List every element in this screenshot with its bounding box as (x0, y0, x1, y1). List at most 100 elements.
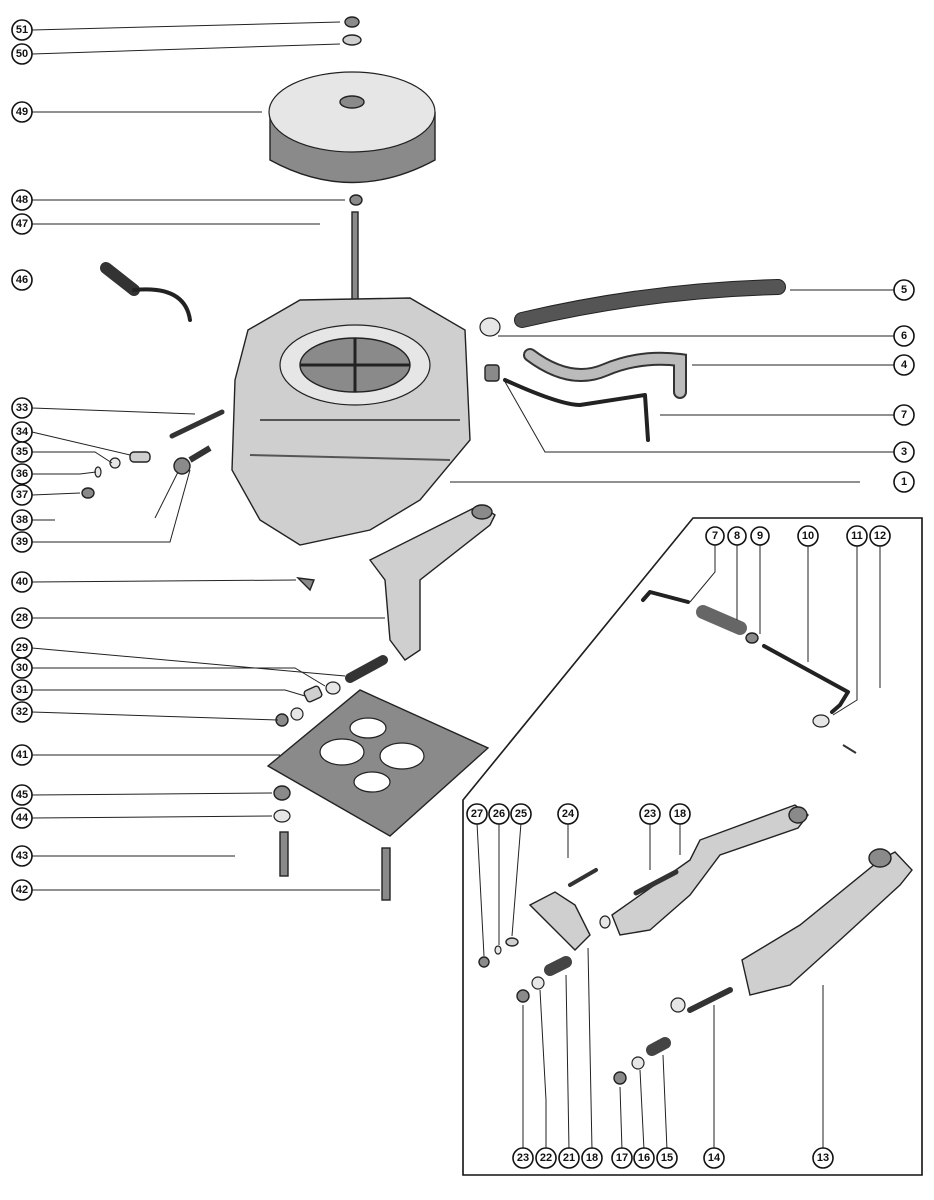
svg-text:18: 18 (586, 1152, 598, 1164)
callout-46: 46 (11, 269, 33, 291)
svg-text:46: 46 (16, 274, 28, 286)
svg-text:4: 4 (901, 359, 908, 371)
part-inset-washer-15 (670, 997, 686, 1013)
part-nut-37 (81, 487, 95, 499)
callout-inset-12: 12 (869, 525, 891, 547)
svg-text:34: 34 (16, 426, 29, 438)
svg-text:39: 39 (16, 536, 28, 548)
callout-29: 29 (11, 637, 33, 659)
svg-text:22: 22 (540, 1152, 552, 1164)
callout-33: 33 (11, 397, 33, 419)
svg-text:32: 32 (16, 706, 28, 718)
svg-text:45: 45 (16, 789, 28, 801)
svg-text:26: 26 (493, 808, 505, 820)
part-inset-washer-26 (494, 945, 502, 955)
callout-50: 50 (11, 43, 33, 65)
callout-inset-25: 25 (510, 803, 532, 825)
callout-inset-24: 24 (557, 803, 579, 825)
part-fitting-39 (173, 445, 212, 475)
part-tube-7 (503, 378, 650, 442)
svg-text:47: 47 (16, 218, 28, 230)
callout-28: 28 (11, 607, 33, 629)
callout-inset-18-top: 18 (669, 803, 691, 825)
callout-47: 47 (11, 213, 33, 235)
part-inset-nut-23 (516, 989, 530, 1003)
callout-40: 40 (11, 571, 33, 593)
part-fitting-3 (484, 364, 500, 382)
part-hose-4 (523, 348, 687, 399)
callout-5: 5 (893, 279, 915, 301)
callout-inset-26: 26 (488, 803, 510, 825)
svg-text:24: 24 (562, 808, 575, 820)
part-inset-hose-8 (696, 605, 747, 635)
svg-text:33: 33 (16, 402, 28, 414)
svg-text:3: 3 (901, 446, 907, 458)
callout-inset-23-top: 23 (639, 803, 661, 825)
svg-text:17: 17 (616, 1152, 628, 1164)
part-stud-42 (381, 847, 391, 901)
svg-text:5: 5 (901, 284, 907, 296)
part-inset-sleeve-16 (646, 1037, 671, 1056)
svg-text:35: 35 (16, 446, 28, 458)
callout-4: 4 (893, 354, 915, 376)
callout-inset-11: 11 (846, 525, 868, 547)
svg-text:42: 42 (16, 884, 28, 896)
part-screw-33 (169, 409, 225, 439)
part-inset-pin-12 (842, 744, 857, 754)
part-clamp-6 (479, 317, 501, 337)
callout-49: 49 (11, 101, 33, 123)
part-inset-screw-24 (568, 868, 598, 887)
part-stud-43 (279, 831, 289, 877)
part-spring-46 (100, 262, 192, 322)
svg-text:28: 28 (16, 612, 28, 624)
svg-text:36: 36 (16, 468, 28, 480)
part-carburetor-body-1 (231, 297, 471, 546)
part-bushing-31 (303, 685, 323, 703)
svg-text:30: 30 (16, 662, 28, 674)
svg-text:29: 29 (16, 642, 28, 654)
callout-7: 7 (893, 404, 915, 426)
part-inset-washer-16b (631, 1056, 645, 1070)
part-washer-35 (109, 457, 121, 469)
callout-inset-16: 16 (633, 1147, 655, 1169)
svg-text:49: 49 (16, 106, 28, 118)
part-inset-fitting-9 (745, 632, 759, 644)
part-spring-34 (129, 451, 151, 463)
svg-text:27: 27 (471, 808, 483, 820)
svg-text:41: 41 (16, 749, 28, 761)
svg-text:51: 51 (16, 24, 28, 36)
callout-inset-21: 21 (558, 1147, 580, 1169)
svg-text:6: 6 (901, 330, 907, 342)
part-lever-28 (368, 504, 496, 661)
part-sleeve-29 (345, 655, 388, 683)
part-inset-screw-23 (633, 869, 679, 896)
callout-inset-13: 13 (812, 1147, 834, 1169)
callout-31: 31 (11, 679, 33, 701)
svg-text:14: 14 (708, 1152, 721, 1164)
part-air-cleaner-49 (268, 71, 436, 184)
part-inset-grommet-11 (812, 714, 830, 728)
callout-39: 39 (11, 531, 33, 553)
svg-text:48: 48 (16, 194, 28, 206)
part-inset-lever-13 (741, 848, 913, 996)
part-inset-sleeve-21 (544, 956, 572, 976)
callout-48: 48 (11, 189, 33, 211)
svg-text:11: 11 (851, 530, 863, 542)
svg-text:21: 21 (563, 1152, 575, 1164)
svg-text:44: 44 (16, 812, 29, 824)
svg-text:50: 50 (16, 48, 28, 60)
callout-inset-23-bottom: 23 (512, 1147, 534, 1169)
svg-text:43: 43 (16, 850, 28, 862)
svg-text:7: 7 (712, 530, 718, 542)
callout-30: 30 (11, 657, 33, 679)
svg-text:23: 23 (644, 808, 656, 820)
svg-text:13: 13 (817, 1152, 829, 1164)
part-washer-50 (342, 34, 362, 46)
callout-inset-14: 14 (703, 1147, 725, 1169)
svg-text:7: 7 (901, 409, 907, 421)
svg-text:9: 9 (757, 530, 763, 542)
callout-inset-10: 10 (797, 525, 819, 547)
part-stud-47 (351, 211, 359, 301)
callout-inset-27: 27 (466, 803, 488, 825)
